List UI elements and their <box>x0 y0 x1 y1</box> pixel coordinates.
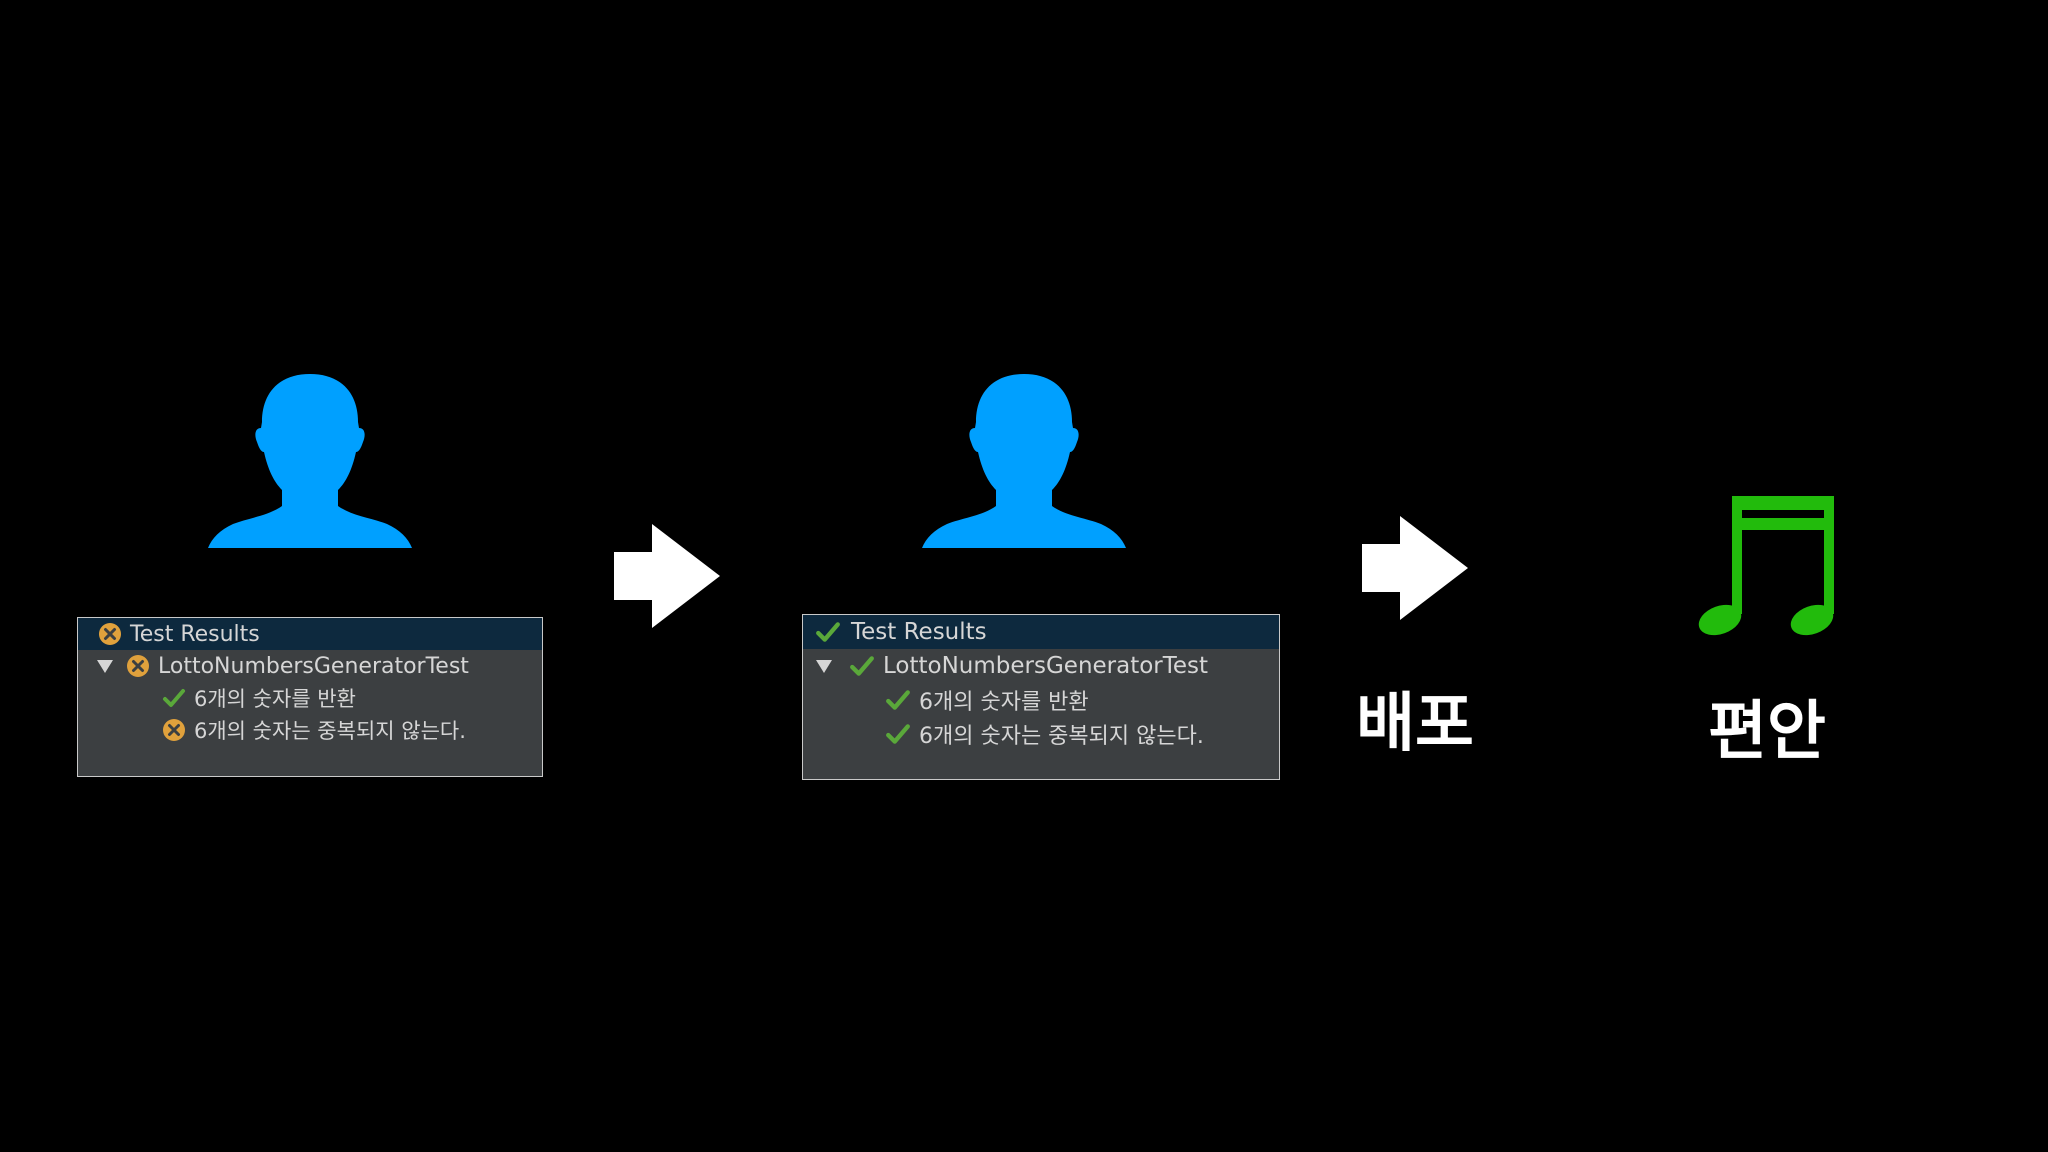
test-row[interactable]: 6개의 숫자를 반환 <box>803 683 1279 717</box>
error-circle-icon <box>163 719 185 741</box>
person-silhouette <box>922 374 1126 548</box>
test-results-panel-2: Test Results LottoNumbersGeneratorTest 6… <box>802 614 1280 780</box>
panel-header-label: Test Results <box>851 619 987 645</box>
test-row[interactable]: 6개의 숫자를 반환 <box>78 682 542 714</box>
panel-header: Test Results <box>78 618 542 650</box>
check-icon <box>886 690 910 710</box>
triangle-down-icon[interactable] <box>96 658 114 674</box>
check-icon <box>886 724 910 744</box>
test-label: 6개의 숫자를 반환 <box>919 690 1089 715</box>
suite-label: LottoNumbersGeneratorTest <box>158 653 469 679</box>
test-label: 6개의 숫자를 반환 <box>194 687 356 711</box>
suite-row[interactable]: LottoNumbersGeneratorTest <box>803 649 1279 683</box>
panel-header: Test Results <box>803 615 1279 649</box>
person-silhouette <box>208 374 412 548</box>
music-note-icon <box>1698 496 1834 636</box>
test-label: 6개의 숫자는 중복되지 않는다. <box>919 724 1204 749</box>
test-label: 6개의 숫자는 중복되지 않는다. <box>194 719 466 743</box>
deploy-caption: 배포 <box>1356 687 1474 761</box>
error-circle-icon <box>127 655 149 677</box>
comfort-caption: 편안 <box>1708 695 1826 769</box>
check-icon <box>850 656 874 676</box>
error-circle-icon <box>99 623 121 645</box>
test-row[interactable]: 6개의 숫자는 중복되지 않는다. <box>78 714 542 746</box>
suite-row[interactable]: LottoNumbersGeneratorTest <box>78 650 542 682</box>
suite-label: LottoNumbersGeneratorTest <box>883 653 1209 679</box>
check-icon <box>163 689 185 707</box>
right-arrow-icon <box>614 524 720 628</box>
test-results-panel-1: Test Results LottoNumbersGeneratorTest 6… <box>77 617 543 777</box>
person-icon <box>922 374 1126 548</box>
person-icon <box>208 374 412 548</box>
check-icon <box>816 622 840 642</box>
triangle-down-icon[interactable] <box>815 658 833 674</box>
test-row[interactable]: 6개의 숫자는 중복되지 않는다. <box>803 717 1279 751</box>
panel-header-label: Test Results <box>130 621 260 647</box>
right-arrow-icon <box>1362 516 1468 620</box>
